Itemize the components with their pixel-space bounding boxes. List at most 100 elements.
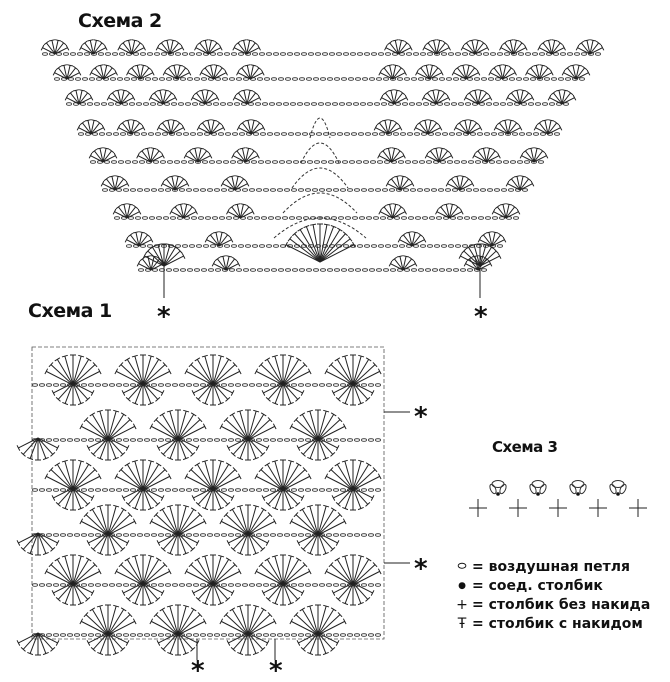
chain-stitch	[496, 244, 503, 248]
double-crochet-stitch	[256, 570, 284, 586]
chain-stitch	[454, 244, 461, 248]
stitch-top	[488, 94, 493, 101]
double-crochet-stitch	[282, 564, 306, 586]
stitch-top	[300, 451, 306, 457]
picot-loop	[531, 480, 545, 488]
stitch-top	[372, 562, 378, 568]
stitch-top	[334, 462, 341, 467]
stitch-top	[358, 459, 365, 463]
stitch-top	[236, 260, 241, 267]
chain-stitch	[129, 438, 136, 442]
chain-stitch	[377, 244, 384, 248]
stitch-top	[55, 445, 60, 451]
double-crochet-stitch	[162, 97, 176, 105]
chain-stitch	[457, 102, 464, 106]
double-crochet-stitch	[352, 582, 373, 594]
chain-stitch	[414, 216, 421, 220]
chain-stitch	[411, 160, 418, 164]
chain-stitch	[276, 533, 283, 537]
stitch-top	[413, 260, 418, 267]
double-crochet-stitch	[201, 90, 206, 105]
chain-stitch	[106, 132, 113, 136]
chain-stitch	[157, 438, 164, 442]
chain-stitch	[290, 383, 297, 387]
stitch-top	[132, 618, 137, 625]
double-crochet-stitch	[352, 355, 362, 386]
stitch-top	[89, 94, 94, 101]
stitch-top	[289, 618, 294, 625]
double-crochet-stitch	[519, 90, 524, 105]
stitch-top	[214, 256, 221, 262]
double-crochet-stitch	[387, 122, 397, 135]
chain-stitch	[127, 216, 134, 220]
double-crochet-stitch	[448, 204, 453, 219]
double-crochet-stitch	[383, 206, 394, 219]
chain-stitch	[339, 533, 346, 537]
stitch-top	[125, 640, 130, 646]
double-crochet-stitch	[161, 509, 179, 536]
stitch-top	[540, 40, 546, 46]
stitch-top	[387, 89, 394, 92]
double-crochet-stitch	[239, 632, 249, 654]
double-crochet-stitch	[544, 120, 549, 135]
double-crochet-stitch	[170, 122, 180, 135]
double-crochet-stitch	[317, 410, 327, 441]
chain-stitch	[480, 77, 487, 81]
scheme-1-border	[31, 346, 385, 640]
stitch-top	[173, 94, 178, 101]
chain-stitch	[88, 633, 95, 637]
double-crochet-stitch	[150, 97, 164, 105]
chain-stitch	[95, 383, 102, 387]
double-crochet-stitch	[384, 120, 389, 135]
chain-stitch	[157, 488, 164, 492]
chain-stitch	[434, 132, 441, 136]
stitch-top	[48, 562, 54, 568]
double-crochet-stitch	[274, 555, 284, 586]
chain-stitch	[316, 216, 323, 220]
double-crochet-stitch	[295, 514, 319, 536]
chain-stitch	[244, 244, 251, 248]
double-crochet-stitch	[326, 570, 354, 586]
chain-stitch	[421, 216, 428, 220]
stitch-top	[127, 417, 133, 423]
stitch-top	[207, 232, 214, 238]
double-crochet-stitch	[533, 148, 538, 163]
double-crochet-stitch	[402, 258, 412, 271]
double-crochet-stitch	[142, 582, 159, 600]
chain-stitch	[320, 160, 327, 164]
double-crochet-stitch	[151, 620, 179, 636]
double-crochet-stitch	[234, 97, 248, 105]
chain-stitch	[234, 533, 241, 537]
chain-stitch	[136, 188, 143, 192]
stitch-top	[421, 119, 428, 122]
double-crochet-stitch	[199, 42, 209, 55]
stitch-top	[62, 401, 69, 406]
chain-stitch	[305, 268, 312, 272]
double-crochet-stitch	[114, 178, 124, 191]
stitch-top	[471, 243, 478, 247]
stitch-top	[386, 203, 393, 206]
stitch-top	[184, 473, 189, 480]
chain-stitch	[281, 216, 288, 220]
chain-stitch	[290, 188, 297, 192]
chain-stitch	[178, 583, 185, 587]
stitch-top	[20, 646, 26, 652]
chain-stitch	[369, 160, 376, 164]
stitch-top	[435, 65, 441, 71]
stitch-top	[232, 44, 237, 51]
double-crochet-stitch	[166, 178, 176, 191]
stitch-top	[299, 507, 306, 512]
double-crochet-stitch	[158, 532, 179, 544]
stitch-top	[121, 89, 128, 92]
chain-stitch	[301, 132, 308, 136]
double-crochet-stitch	[352, 382, 362, 404]
chain-stitch	[164, 633, 171, 637]
stitch-top	[120, 40, 126, 46]
double-crochet-stitch	[391, 150, 401, 163]
chain-stitch	[192, 488, 199, 492]
double-crochet-stitch	[239, 204, 244, 219]
chain-stitch	[164, 488, 171, 492]
double-crochet-stitch	[282, 582, 292, 604]
stitch-top	[466, 64, 473, 67]
stitch-top	[96, 409, 103, 413]
